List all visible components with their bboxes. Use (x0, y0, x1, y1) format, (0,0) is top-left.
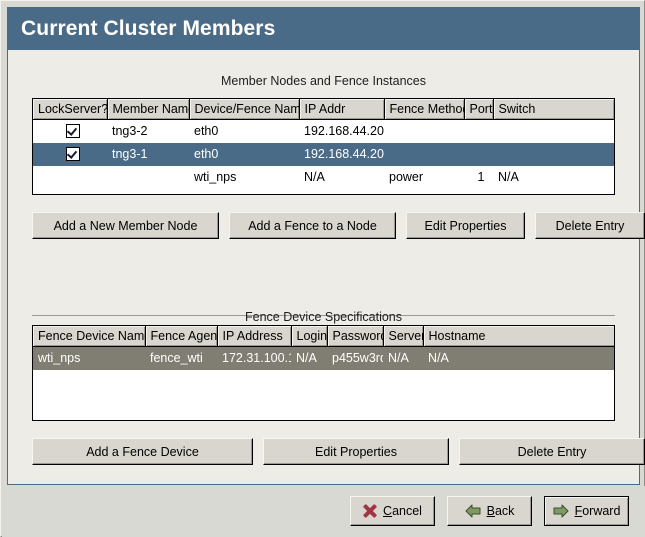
cell-switch: N/A (498, 170, 519, 184)
col-header-fence-method[interactable]: Fence Method (384, 99, 465, 120)
add-new-member-node-button[interactable]: Add a New Member Node (32, 212, 219, 239)
back-button[interactable]: Back (447, 496, 532, 526)
forward-button[interactable]: Forward (544, 496, 629, 526)
cell-lockserver[interactable] (33, 142, 107, 166)
cell-server: N/A (383, 346, 423, 370)
cell-fence-method: power (389, 170, 424, 184)
cell-port (464, 142, 493, 166)
member-table-header-row: LockServer? Member Name Device/Fence Nam… (33, 99, 614, 120)
dialog-footer: Cancel Back Forward (2, 486, 645, 537)
cell-lockserver (33, 166, 107, 189)
cell-fence-agent: fence_wti (145, 346, 217, 370)
cell-member-name: tng3-1 (107, 142, 189, 166)
cell-port: 1 (477, 170, 485, 184)
druid-panel: Current Cluster Members Member Nodes and… (7, 7, 645, 485)
cancel-button-label: Cancel (383, 504, 422, 518)
forward-accel: F (574, 504, 583, 518)
col-header-fence-agent[interactable]: Fence Agent (145, 326, 218, 347)
cell-fence-method (384, 120, 464, 143)
arrow-left-icon (465, 504, 481, 518)
title-bar: Current Cluster Members (8, 8, 639, 50)
col-header-fence-device-name[interactable]: Fence Device Name (33, 326, 146, 347)
cell-ip-addr: 192.168.44.202 (304, 124, 384, 139)
cell-lockserver[interactable] (33, 120, 107, 143)
delete-entry-button-member[interactable]: Delete Entry (535, 212, 645, 239)
edit-properties-label-fence: Edit Properties (315, 444, 397, 459)
col-header-switch[interactable]: Switch (493, 99, 614, 120)
cell-device-fence-name: wti_nps (194, 170, 237, 184)
edit-properties-button-fence[interactable]: Edit Properties (263, 438, 449, 465)
cell-member-name: tng3-2 (112, 124, 148, 139)
cell-fence-method (384, 142, 464, 166)
add-fence-device-label: Add a Fence Device (86, 444, 199, 459)
add-fence-device-button[interactable]: Add a Fence Device (32, 438, 253, 465)
cancel-accel: C (383, 504, 393, 518)
cell-login: N/A (291, 346, 327, 370)
edit-properties-label-member: Edit Properties (424, 218, 507, 233)
member-nodes-table[interactable]: LockServer? Member Name Device/Fence Nam… (32, 98, 615, 195)
fence-section-button-row: Add a Fence Device Edit Properties Delet… (32, 438, 645, 465)
arrow-right-icon (553, 504, 569, 518)
cell-password: p455w3rd (327, 346, 383, 370)
add-fence-to-node-label: Add a Fence to a Node (248, 218, 377, 233)
col-header-device-fence-name[interactable]: Device/Fence Name (189, 99, 300, 120)
page-title: Current Cluster Members (21, 17, 276, 40)
add-fence-to-node-button[interactable]: Add a Fence to a Node (229, 212, 396, 239)
col-header-port[interactable]: Port (464, 99, 494, 120)
table-row[interactable]: tng3-1 eth0 192.168.44.201 (33, 142, 614, 166)
cancel-x-icon (363, 504, 377, 518)
back-rest: ack (494, 504, 515, 518)
col-header-lockserver[interactable]: LockServer? (33, 99, 108, 120)
cell-fence-device-name: wti_nps (33, 346, 145, 370)
cell-device-fence-name: eth0 (189, 142, 299, 166)
cell-hostname: N/A (423, 346, 614, 370)
forward-button-label: Forward (575, 504, 621, 518)
checkbox-lockserver[interactable] (65, 123, 80, 138)
cancel-rest: ancel (392, 504, 422, 518)
member-section-caption: Member Nodes and Fence Instances (221, 74, 426, 88)
back-button-label: Back (487, 504, 515, 518)
table-row[interactable]: wti_nps N/A power 1 N/A (33, 166, 614, 189)
footer-button-row: Cancel Back Forward (350, 496, 629, 526)
cell-device-fence-name: eth0 (194, 124, 219, 139)
col-header-member-name[interactable]: Member Name (107, 99, 190, 120)
fence-devices-table[interactable]: Fence Device Name Fence Agent IP Address… (32, 325, 615, 421)
cell-ip-addr: 192.168.44.201 (299, 142, 384, 166)
cell-switch (493, 120, 614, 143)
cell-ip-address: 172.31.100.1 (217, 346, 291, 370)
add-new-member-node-label: Add a New Member Node (53, 218, 198, 233)
col-header-password[interactable]: Password (327, 326, 384, 347)
back-accel: B (486, 504, 495, 518)
cell-ip-addr: N/A (304, 170, 325, 184)
col-header-hostname[interactable]: Hostname (423, 326, 614, 347)
delete-entry-label-fence: Delete Entry (517, 444, 587, 459)
col-header-server[interactable]: Server (383, 326, 424, 347)
cell-port (464, 120, 493, 143)
table-row[interactable]: wti_nps fence_wti 172.31.100.1 N/A p455w… (33, 346, 614, 370)
delete-entry-button-fence[interactable]: Delete Entry (459, 438, 645, 465)
checkbox-lockserver[interactable] (65, 146, 80, 161)
col-header-ip-addr[interactable]: IP Addr (299, 99, 385, 120)
delete-entry-label-member: Delete Entry (555, 218, 625, 233)
section-separator (32, 315, 615, 316)
member-section-button-row: Add a New Member Node Add a Fence to a N… (32, 212, 645, 239)
fence-table-header-row: Fence Device Name Fence Agent IP Address… (33, 326, 614, 347)
druid-content: Member Nodes and Fence Instances LockSer… (8, 50, 645, 484)
col-header-login[interactable]: Login (291, 326, 328, 347)
edit-properties-button-member[interactable]: Edit Properties (406, 212, 525, 239)
cell-switch (493, 142, 614, 166)
cancel-button[interactable]: Cancel (350, 496, 435, 526)
cell-member-name (107, 166, 189, 189)
fence-section-caption: Fence Device Specifications (244, 310, 403, 324)
forward-rest: orward (582, 504, 621, 518)
table-row[interactable]: tng3-2 eth0 192.168.44.202 (33, 120, 614, 143)
col-header-ip-address[interactable]: IP Address (217, 326, 292, 347)
